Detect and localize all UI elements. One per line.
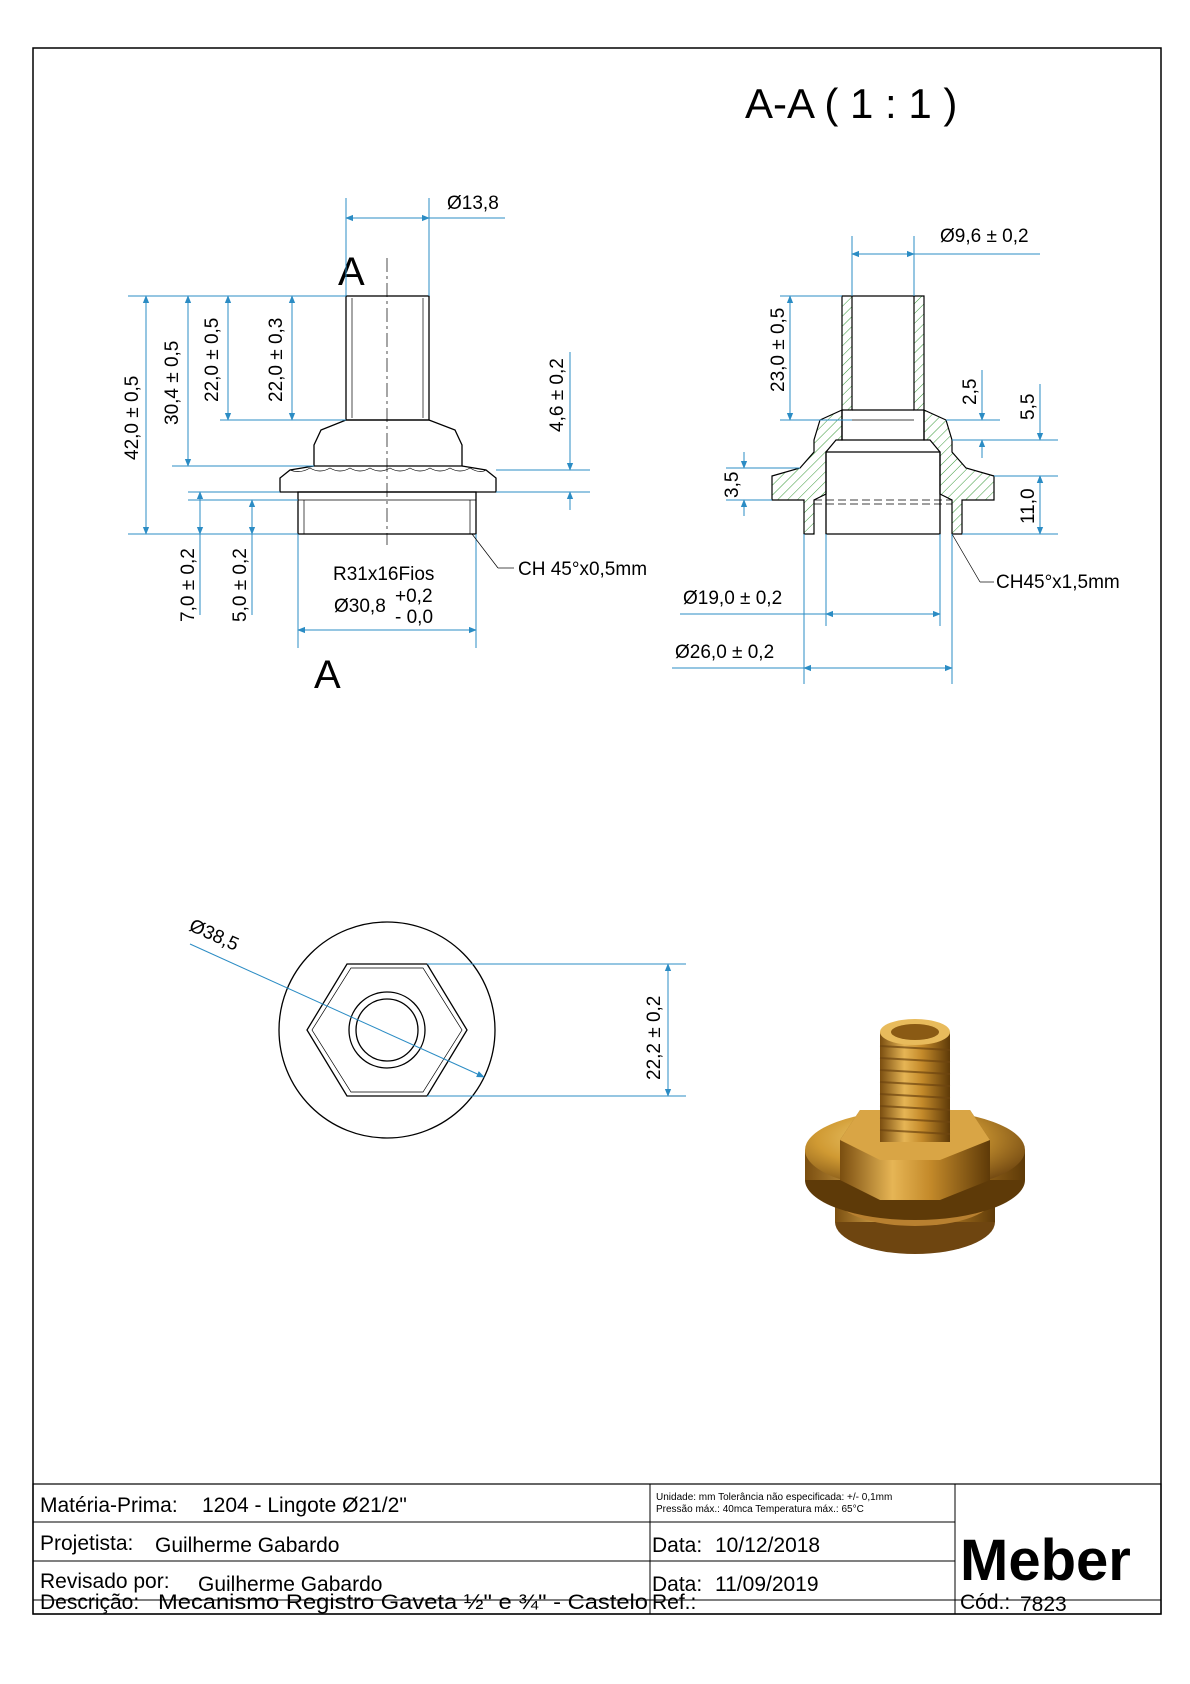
revisado-label: Revisado por: (40, 1570, 170, 1593)
data2-value: 11/09/2019 (715, 1573, 819, 1596)
dim-outer-diameter: Ø26,0 ± 0,2 (675, 642, 774, 663)
dim-tol-plus: +0,2 (395, 586, 433, 607)
dim-top-diameter: Ø13,8 (447, 193, 499, 214)
descricao-value: Mecanismo Registro Gaveta ½" e ¾" - Cast… (158, 1591, 648, 1614)
section-view: Ø9,6 ± 0,2 23,0 ± 0,5 2,5 5,5 11,0 3,5 C… (672, 226, 1120, 684)
revisado-value: Guilherme Gabardo (198, 1573, 382, 1596)
sheet-border (32, 47, 1162, 1615)
dim-height-5-5: 5,5 (1018, 394, 1039, 420)
descricao-label: Descrição: (40, 1591, 139, 1614)
dim-tol-minus: - 0,0 (395, 607, 433, 628)
materia-label: Matéria-Prima: (40, 1494, 178, 1517)
top-view: Ø38,5 22,2 ± 0,2 (186, 915, 686, 1139)
section-title: A-A ( 1 : 1 ) (745, 80, 957, 127)
dim-inner-diameter: Ø19,0 ± 0,2 (683, 588, 782, 609)
dim-thread: R31x16Fios (333, 564, 434, 585)
title-block (32, 1483, 1162, 1615)
dim-total-height: 42,0 ± 0,5 (122, 376, 143, 460)
cod-label: Cód.: (960, 1591, 1010, 1614)
dim-height-5-0: 5,0 ± 0,2 (230, 548, 251, 622)
dim-flange-diameter: Ø38,5 (186, 915, 242, 955)
dim-height-11-0: 11,0 (1018, 488, 1039, 524)
section-marker-bottom: A (314, 653, 341, 697)
projetista-value: Guilherme Gabardo (155, 1534, 339, 1557)
notes-line1: Unidade: mm Tolerância não especificada:… (656, 1492, 892, 1503)
data1-label: Data: (652, 1534, 702, 1557)
dim-height-2-5: 2,5 (960, 379, 981, 405)
data1-value: 10/12/2018 (715, 1534, 820, 1557)
dim-height-22-b: 22,0 ± 0,3 (266, 318, 287, 402)
dim-height-7-0: 7,0 ± 0,2 (178, 548, 199, 622)
dim-hex-size: 22,2 ± 0,2 (644, 996, 665, 1080)
company-logo: Meber (960, 1528, 1131, 1593)
front-view: A A Ø13,8 42,0 ± 0,5 30,4 ± 0,5 22,0 ± 0… (122, 193, 647, 697)
dim-height-30-4: 30,4 ± 0,5 (162, 341, 183, 425)
projetista-label: Projetista: (40, 1532, 133, 1555)
dim-height-23-0: 23,0 ± 0,5 (768, 308, 789, 392)
ref-label: Ref.: (652, 1591, 696, 1614)
part-3d-render (805, 1019, 1025, 1254)
dim-height-22-a: 22,0 ± 0,5 (202, 318, 223, 402)
data2-label: Data: (652, 1573, 702, 1596)
cod-value: 7823 (1020, 1593, 1067, 1616)
dim-base-diameter: Ø30,8 (334, 596, 386, 617)
materia-value: 1204 - Lingote Ø21/2" (202, 1494, 407, 1517)
section-marker-top: A (338, 250, 365, 294)
dim-chamfer: CH 45°x0,5mm (518, 559, 647, 580)
dim-height-3-5: 3,5 (722, 472, 743, 498)
dim-height-4-6: 4,6 ± 0,2 (547, 358, 568, 432)
notes-line2: Pressão máx.: 40mca Temperatura máx.: 65… (656, 1504, 864, 1515)
dim-bore-diameter: Ø9,6 ± 0,2 (940, 226, 1029, 247)
dim-section-chamfer: CH45°x1,5mm (996, 572, 1120, 593)
